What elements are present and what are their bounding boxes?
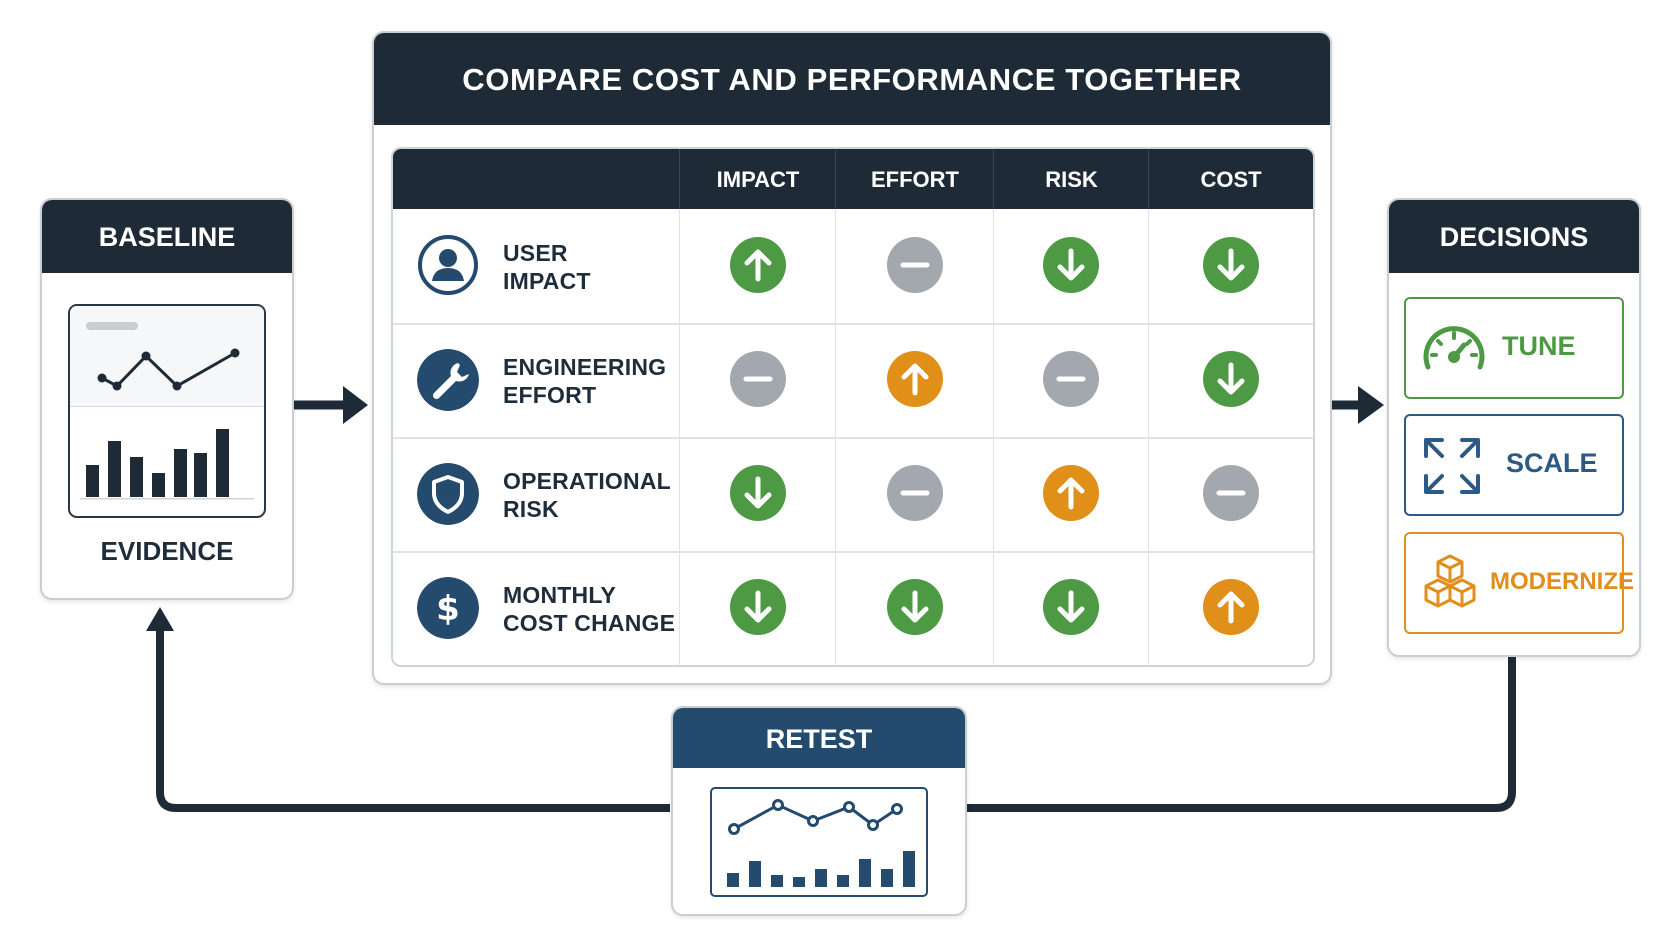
up-arrow-orange-icon	[1043, 465, 1099, 521]
matrix-row-engineering-effort: ENGINEERING EFFORT	[393, 323, 1313, 437]
retest-chart-panel	[710, 787, 928, 897]
decision-tune-button[interactable]: TUNE	[1404, 297, 1624, 399]
retest-header: RETEST	[673, 708, 965, 768]
retest-card: RETEST	[671, 706, 967, 916]
down-arrow-green-icon	[730, 579, 786, 635]
neutral-gray-icon	[887, 237, 943, 293]
up-arrow-orange-icon	[1203, 579, 1259, 635]
up-arrow-green-icon	[730, 237, 786, 293]
row-label-line1: OPERATIONAL	[503, 468, 671, 494]
column-header-cost: COST	[1200, 167, 1262, 192]
down-arrow-green-icon	[1043, 237, 1099, 293]
svg-text:$: $	[436, 589, 460, 629]
dollar-icon: $	[417, 577, 479, 639]
row-label-line1: USER	[503, 240, 568, 266]
matrix-header-row: IMPACT EFFORT RISK COST	[393, 149, 1313, 209]
shield-icon	[417, 463, 479, 525]
row-label-line2: COST CHANGE	[503, 610, 676, 636]
user-icon	[418, 235, 478, 295]
baseline-card: BASELINE EVIDENCE	[40, 198, 294, 600]
neutral-gray-icon	[1203, 465, 1259, 521]
baseline-header: BASELINE	[42, 200, 292, 273]
expand-arrows-icon	[1424, 438, 1480, 494]
evidence-label: EVIDENCE	[100, 536, 234, 566]
decision-modernize-button[interactable]: MODERNIZE	[1404, 532, 1634, 634]
down-arrow-green-icon	[887, 579, 943, 635]
retest-chart-icon	[727, 799, 915, 887]
evidence-line-chart-icon	[70, 306, 264, 406]
row-label-line2: IMPACT	[503, 268, 591, 294]
neutral-gray-icon	[887, 465, 943, 521]
down-arrow-green-icon	[1203, 351, 1259, 407]
matrix-row-monthly-cost-change: $ MONTHLY COST CHANGE	[393, 551, 1313, 665]
column-header-impact: IMPACT	[716, 167, 800, 192]
column-header-effort: EFFORT	[871, 167, 959, 192]
speedometer-icon	[1423, 326, 1485, 370]
row-label-line1: ENGINEERING	[503, 354, 667, 380]
row-label-line2: RISK	[503, 496, 559, 522]
up-arrow-orange-icon	[887, 351, 943, 407]
down-arrow-green-icon	[1203, 237, 1259, 293]
row-label-line2: EFFORT	[503, 382, 597, 408]
down-arrow-green-icon	[1043, 579, 1099, 635]
neutral-gray-icon	[730, 351, 786, 407]
evidence-bar-chart-icon	[80, 429, 254, 500]
comparison-matrix: IMPACT EFFORT RISK COST USER IMPACT	[391, 147, 1315, 667]
wrench-icon	[417, 349, 479, 411]
evidence-panel	[68, 304, 266, 518]
decision-modernize-label: MODERNIZE	[1490, 568, 1634, 595]
decision-scale-label: SCALE	[1506, 448, 1598, 478]
decision-tune-label: TUNE	[1502, 331, 1576, 361]
matrix-row-user-impact: USER IMPACT	[393, 209, 1313, 323]
matrix-row-operational-risk: OPERATIONAL RISK	[393, 437, 1313, 551]
row-label-line1: MONTHLY	[503, 582, 616, 608]
decision-scale-button[interactable]: SCALE	[1404, 414, 1624, 516]
cubes-icon	[1424, 554, 1476, 608]
page-title: COMPARE COST AND PERFORMANCE TOGETHER	[374, 33, 1330, 125]
neutral-gray-icon	[1043, 351, 1099, 407]
down-arrow-green-icon	[730, 465, 786, 521]
column-header-risk: RISK	[1045, 167, 1098, 192]
decisions-card: DECISIONS TUNE SCALE	[1387, 198, 1641, 657]
decisions-header: DECISIONS	[1389, 200, 1639, 273]
